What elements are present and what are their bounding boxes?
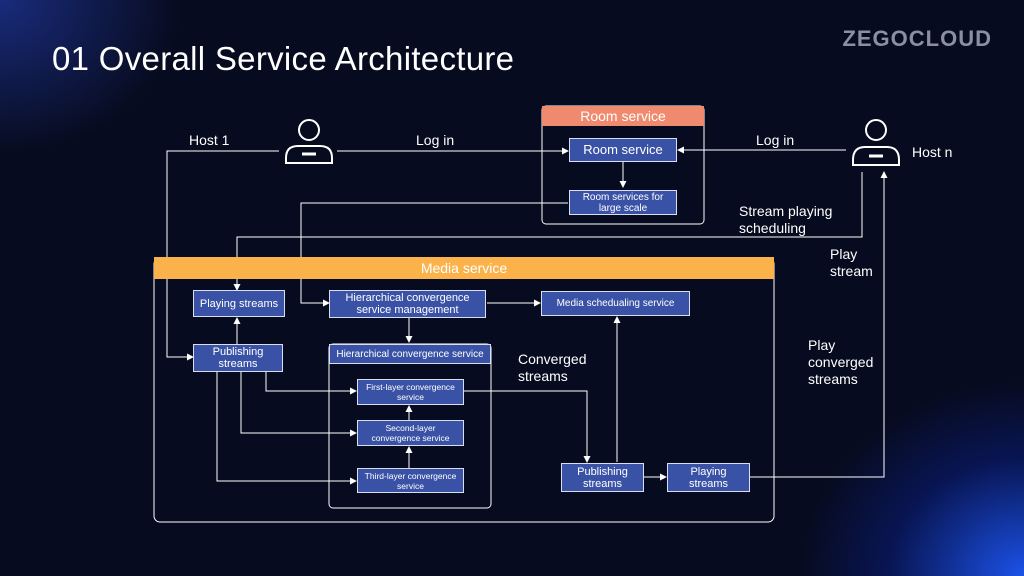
login-left-label: Log in — [416, 132, 455, 148]
large-to-hier-arrow — [300, 202, 568, 307]
play-stream-label: Play stream — [830, 246, 873, 279]
room-large-scale-box: Room services for large scale — [569, 190, 677, 215]
first-layer-box: First-layer convergence service — [357, 379, 464, 405]
converged-streams-label: Converged streams — [518, 351, 587, 384]
playing-streams-bottom-box: Playing streams — [667, 463, 750, 492]
user-icon — [852, 119, 900, 166]
room-service-header: Room service — [542, 106, 704, 126]
publishing-to-first-arrow — [265, 372, 357, 395]
host1-label: Host 1 — [189, 132, 230, 148]
page-title: 01 Overall Service Architecture — [52, 40, 515, 77]
publishing-to-third-arrow — [216, 372, 357, 485]
media-service-header: Media service — [154, 257, 774, 279]
publishing-to-second-arrow — [240, 372, 357, 437]
playing-streams-top-box: Playing streams — [193, 290, 285, 317]
brand-logo: ZEGOCLOUD — [842, 26, 992, 51]
hier-mgmt-box: Hierarchical convergence service managem… — [329, 290, 486, 318]
play-converged-streams-label: Play converged streams — [808, 337, 874, 387]
first-to-publishing-arrow — [464, 390, 591, 463]
publishing-streams-left-box: Publishing streams — [193, 344, 283, 372]
third-layer-box: Third-layer convergence service — [357, 468, 464, 493]
user-icon — [285, 119, 333, 164]
room-service-box: Room service — [569, 138, 677, 162]
publishing-streams-bottom-box: Publishing streams — [561, 463, 644, 492]
second-layer-box: Second-layer convergence service — [357, 420, 464, 446]
playing-to-hostn-arrow — [750, 171, 888, 478]
media-sched-box: Media schedualing service — [541, 291, 690, 316]
stream-playing-scheduling-label: Stream playing scheduling — [739, 203, 833, 236]
hostn-label: Host n — [912, 144, 953, 160]
login-right-label: Log in — [756, 132, 795, 148]
host1-to-publishing-arrow — [166, 150, 279, 361]
hier-service-box: Hierarchical convergence service — [329, 344, 491, 364]
